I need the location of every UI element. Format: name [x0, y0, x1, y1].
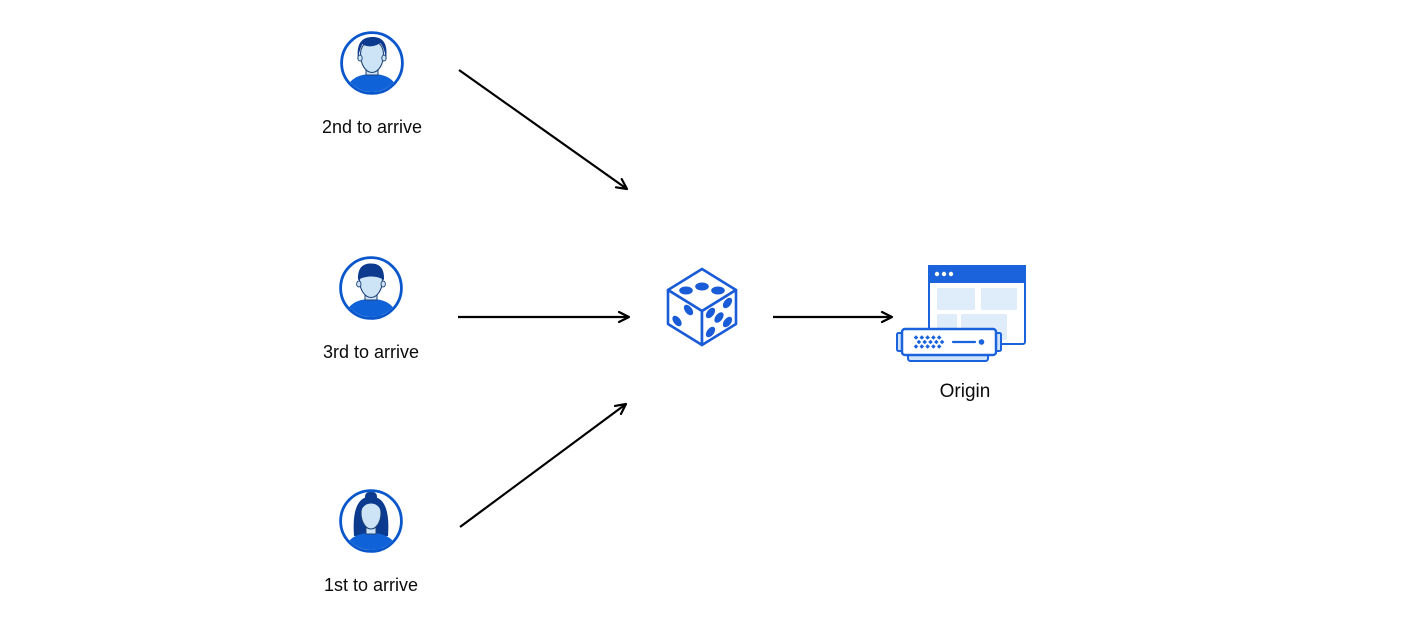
- node-label: 1st to arrive: [323, 575, 419, 595]
- node-origin: Origin: [895, 256, 1035, 403]
- avatar-face: [359, 40, 385, 74]
- person-avatar-icon: [340, 31, 404, 95]
- dice-pips: [672, 282, 733, 338]
- arrow-first-to-randomizer: [459, 402, 628, 528]
- node-label: Origin: [939, 381, 991, 402]
- node-visitor-second: 2nd to arrive: [292, 31, 452, 138]
- origin-server-icon: [896, 265, 1026, 362]
- server-vents: [913, 335, 945, 349]
- dice-icon: [666, 267, 738, 347]
- node-visitor-third: 3rd to arrive: [291, 256, 451, 363]
- server-body: [900, 327, 998, 357]
- node-visitor-first: 1st to arrive: [291, 489, 451, 596]
- avatar-hair: [357, 37, 387, 60]
- node-label: 3rd to arrive: [322, 342, 420, 362]
- node-label: 2nd to arrive: [321, 117, 423, 137]
- browser-titlebar: [928, 265, 1026, 283]
- avatar-hair: [357, 263, 385, 280]
- node-randomizer: [665, 265, 739, 351]
- person-avatar-icon: [339, 489, 403, 553]
- arrow-second-to-randomizer: [458, 69, 629, 191]
- person-avatar-icon: [339, 256, 403, 320]
- server-led: [978, 339, 985, 345]
